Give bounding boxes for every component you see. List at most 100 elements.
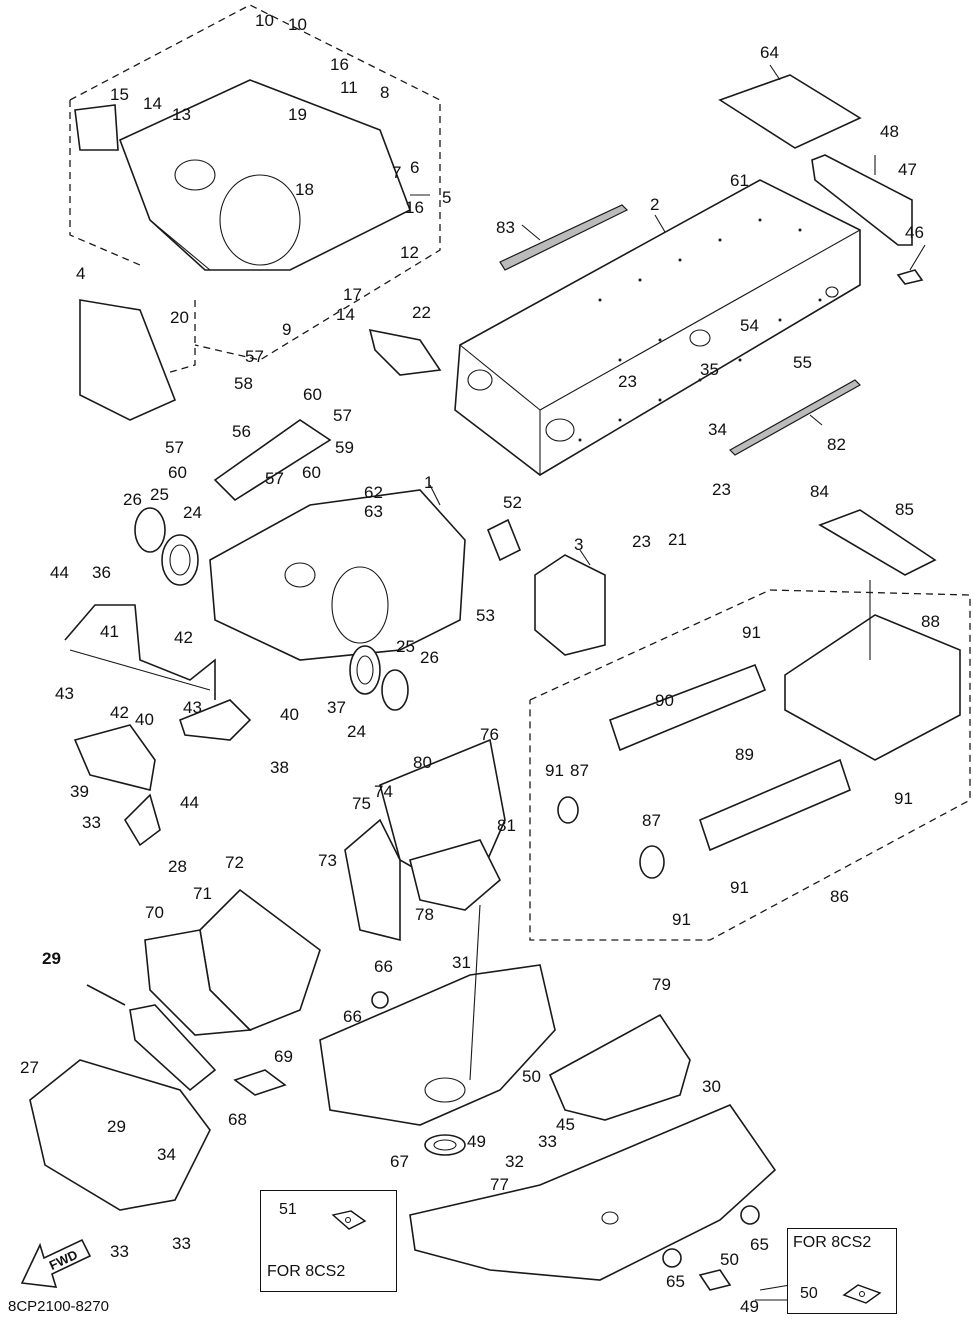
note-text: FOR 8CS2 [267, 1263, 346, 1280]
callout-44: 44 [50, 563, 69, 582]
callout-52: 52 [503, 493, 522, 512]
bracket-part-47 [811, 154, 913, 246]
note-text: FOR 8CS2 [793, 1234, 872, 1251]
callout-23: 23 [632, 532, 651, 551]
callout-87: 87 [570, 761, 589, 780]
callout-26: 26 [420, 648, 439, 667]
fwd-arrow-icon: FWD [20, 1238, 92, 1288]
callout-63: 63 [364, 502, 383, 521]
callout-20: 20 [170, 308, 189, 327]
callout-59: 59 [335, 438, 354, 457]
main-frame-part-1 [209, 419, 466, 661]
callout-33: 33 [82, 813, 101, 832]
cap-part-65-left [662, 1248, 682, 1268]
callout-57: 57 [245, 347, 264, 366]
callout-35: 35 [700, 360, 719, 379]
callout-14: 14 [336, 305, 355, 324]
callout-36: 36 [92, 563, 111, 582]
clip-part-50 [698, 1269, 732, 1291]
callout-66: 66 [343, 1007, 362, 1026]
panel-part-73 [344, 818, 401, 942]
callout-90: 90 [655, 691, 674, 710]
callout-54: 54 [740, 316, 759, 335]
callout-50: 50 [522, 1067, 541, 1086]
callout-83: 83 [496, 218, 515, 237]
dashed-group-86 [529, 589, 971, 941]
callout-89: 89 [735, 745, 754, 764]
bracket-part-28 [123, 793, 161, 847]
callout-67: 67 [390, 1152, 409, 1171]
callout-49: 49 [740, 1297, 759, 1316]
callout-81: 81 [497, 816, 516, 835]
diagram-code: 8CP2100-8270 [8, 1298, 109, 1315]
strip-part-82 [729, 379, 861, 456]
callout-16: 16 [405, 198, 424, 217]
callout-48: 48 [880, 122, 899, 141]
bracket-part-3 [534, 554, 606, 656]
callout-65: 65 [750, 1235, 769, 1254]
cover-part-79 [548, 1013, 691, 1121]
callout-76: 76 [480, 725, 499, 744]
plate-part-87-upper [557, 796, 579, 824]
plate-part-39 [73, 724, 156, 791]
callout-22: 22 [412, 303, 431, 322]
callout-18: 18 [295, 180, 314, 199]
callout-7: 7 [392, 163, 401, 182]
callout-66: 66 [374, 957, 393, 976]
note-box-part-50: FOR 8CS2 50 [787, 1228, 897, 1314]
callout-50: 50 [720, 1250, 739, 1269]
callout-91: 91 [894, 789, 913, 808]
callout-46: 46 [905, 223, 924, 242]
plate-part-87-lower [639, 845, 665, 879]
callout-24: 24 [347, 722, 366, 741]
callout-68: 68 [228, 1110, 247, 1129]
rail-part-90 [608, 663, 767, 752]
bracket-part-68 [233, 1069, 287, 1096]
callout-27: 27 [20, 1058, 39, 1077]
callout-61: 61 [730, 171, 749, 190]
callout-8: 8 [380, 83, 389, 102]
callout-74: 74 [374, 782, 393, 801]
callout-24: 24 [183, 503, 202, 522]
callout-2: 2 [650, 195, 659, 214]
callout-29-bold: 29 [42, 949, 61, 968]
callout-38: 38 [270, 758, 289, 777]
callout-42: 42 [110, 703, 129, 722]
callout-57: 57 [165, 438, 184, 457]
callout-33: 33 [172, 1234, 191, 1253]
callout-1: 1 [424, 473, 433, 492]
callout-64: 64 [760, 43, 779, 62]
callout-70: 70 [145, 903, 164, 922]
callout-58: 58 [234, 374, 253, 393]
callout-15: 15 [110, 85, 129, 104]
callout-21: 21 [668, 530, 687, 549]
callout-73: 73 [318, 851, 337, 870]
callout-69: 69 [274, 1047, 293, 1066]
front-frame-part-5 [74, 79, 412, 421]
bar-part-36 [64, 604, 216, 700]
callout-26: 26 [123, 490, 142, 509]
callout-91: 91 [730, 878, 749, 897]
callout-57: 57 [265, 469, 284, 488]
callout-75: 75 [352, 794, 371, 813]
cover-part-88 [784, 614, 961, 761]
callout-23: 23 [712, 480, 731, 499]
callout-4: 4 [76, 264, 85, 283]
leader-lines [86, 64, 926, 1291]
grille-part-29 [129, 1004, 217, 1092]
panel-part-78 [409, 839, 501, 911]
callout-17: 17 [343, 285, 362, 304]
plate-part-38 [179, 699, 252, 741]
clip-part-51-icon [331, 1210, 367, 1230]
callout-10: 10 [288, 15, 307, 34]
callout-77: 77 [490, 1175, 509, 1194]
cap-part-66 [371, 991, 389, 1009]
hood-part-31 [319, 964, 556, 1126]
callout-53: 53 [476, 606, 495, 625]
panel-part-27 [29, 1059, 211, 1211]
tunnel-part-2 [454, 179, 861, 476]
callout-12: 12 [400, 243, 419, 262]
callout-56: 56 [232, 422, 251, 441]
callout-30: 30 [702, 1077, 721, 1096]
